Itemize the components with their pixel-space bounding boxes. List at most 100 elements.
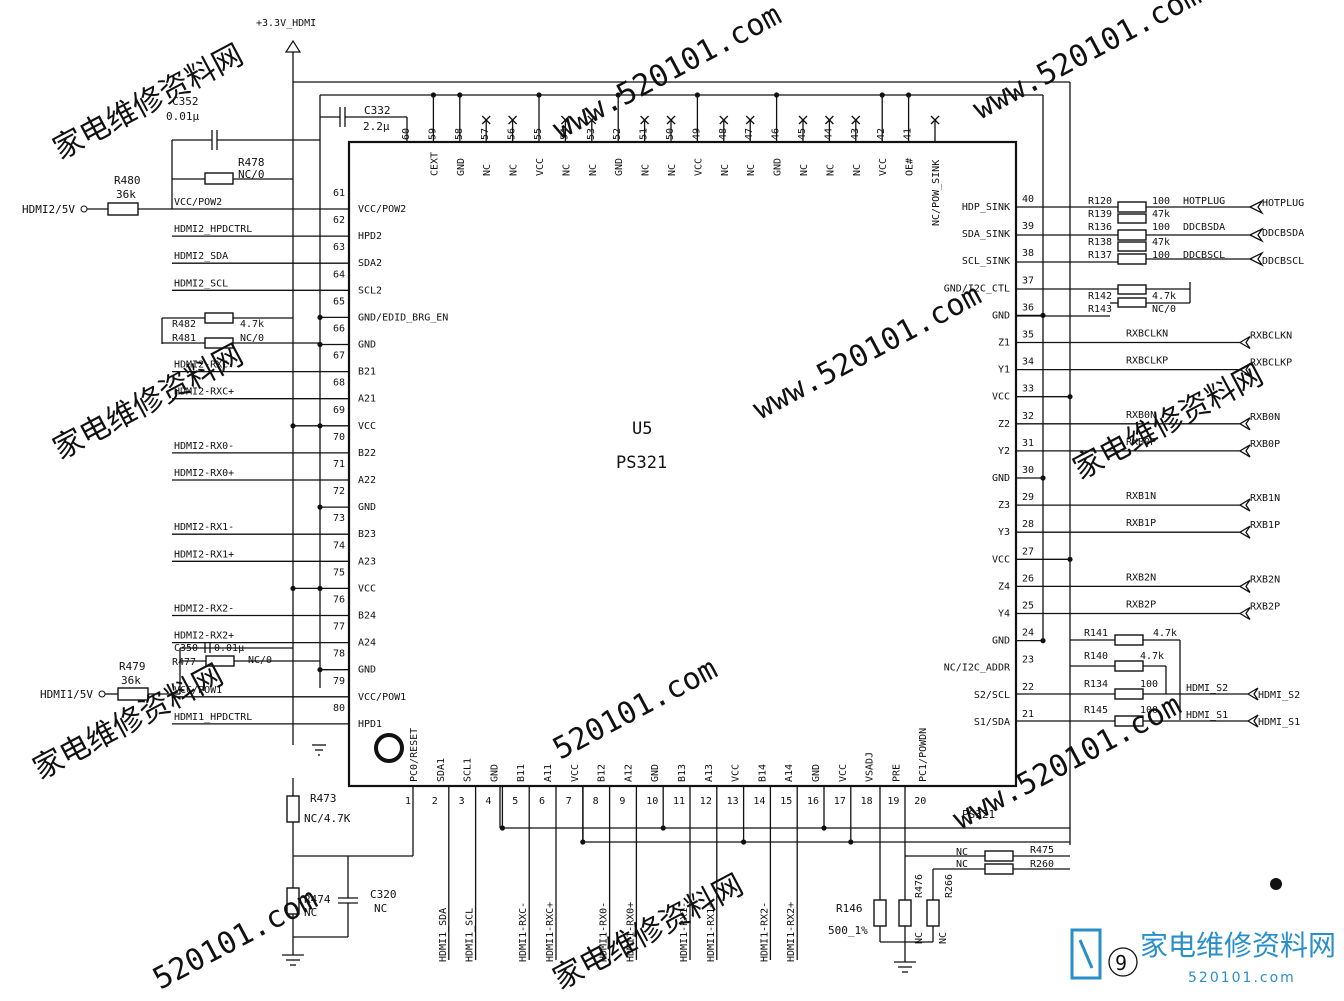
left-pin-name: VCC xyxy=(358,421,376,432)
bottom-pin-name: GND xyxy=(489,764,500,782)
left-pin-net: HDMI2-RX0- xyxy=(174,441,234,452)
top-pin-number: 50 xyxy=(665,128,676,140)
logo-url: 520101.com xyxy=(1188,970,1296,986)
hotplug-port: HOTPLUG xyxy=(1262,198,1304,209)
r140-value: 4.7k xyxy=(1140,651,1164,662)
right-pin-name: VCC xyxy=(992,392,1010,403)
c332-ref: C332 xyxy=(364,104,391,117)
r473-value: NC/4.7K xyxy=(304,812,351,825)
right-pin-net: RXB2P xyxy=(1126,600,1156,611)
bottom-pin-number: 17 xyxy=(834,796,846,807)
r477-value: NC/0 xyxy=(248,655,272,666)
right-pin-name: SDA_SINK xyxy=(962,229,1010,240)
left-pin-number: 79 xyxy=(333,676,345,687)
top-pin: NC/POW_SINK xyxy=(930,115,942,226)
left-pin-net: HDMI2_HPDCTRL xyxy=(174,224,252,235)
top-pin-number: 44 xyxy=(823,128,834,140)
left-pin-name: A23 xyxy=(358,556,376,567)
top-pin-name: NC xyxy=(561,164,572,176)
watermark-text: www.520101.com xyxy=(967,0,1207,127)
right-pin-number: 22 xyxy=(1022,682,1034,693)
r266-ref: R266 xyxy=(944,874,955,898)
bottom-pin-name: PC0/RESET xyxy=(409,728,420,782)
no-connect-mark xyxy=(824,115,834,125)
r141-ref: R141 xyxy=(1084,628,1108,639)
r140-ref: R140 xyxy=(1084,651,1108,662)
left-pin-number: 78 xyxy=(333,649,345,660)
right-pin-number: 30 xyxy=(1022,465,1034,476)
bottom-pin-name: A11 xyxy=(543,764,554,782)
junction-dot xyxy=(694,92,701,98)
watermark-text: 家电维修资料网 xyxy=(547,868,749,997)
bottom-pin-name: B14 xyxy=(757,764,768,782)
supply-label: +3.3V_HDMI xyxy=(256,18,316,29)
r143-ref: R143 xyxy=(1088,304,1112,315)
bottom-pin-number: 11 xyxy=(673,796,685,807)
top-pin-number: 42 xyxy=(876,128,887,140)
r143-value: NC/0 xyxy=(1152,304,1176,315)
c350-value: 0.01µ xyxy=(214,643,244,654)
top-pin-name: NC xyxy=(509,164,520,176)
top-pin-number: 47 xyxy=(744,128,755,140)
right-pin-number: 35 xyxy=(1022,330,1034,341)
r120-resistor xyxy=(1117,201,1147,213)
r137-ref: R137 xyxy=(1088,250,1112,261)
ddcbscl-port: DDCBSCL xyxy=(1262,256,1304,267)
top-pin-number: 57 xyxy=(480,128,491,140)
left-pin-net: HDMI2-RXC+ xyxy=(174,387,234,398)
bottom-pin-number: 15 xyxy=(780,796,792,807)
c332-value: 2.2µ xyxy=(363,120,390,133)
bottom-pin-number: 19 xyxy=(887,796,899,807)
r146-ref: R146 xyxy=(836,902,863,915)
r141-resistor xyxy=(1114,634,1144,646)
left-pin-number: 76 xyxy=(333,595,345,606)
right-pin-name: Y3 xyxy=(998,527,1010,538)
bottom-pin-net: HDMI1-RXC- xyxy=(518,902,529,962)
watermark-text: 家电维修资料网 xyxy=(47,38,249,167)
r134-resistor xyxy=(1114,688,1144,700)
left-pin-net: HDMI2-RX0+ xyxy=(174,468,234,479)
watermark-text: www.520101.com xyxy=(547,0,787,147)
bottom-pin-name: B12 xyxy=(597,764,608,782)
top-pin-name: NC xyxy=(746,164,757,176)
left-pin-name: B22 xyxy=(358,448,376,459)
junction-dot xyxy=(317,667,323,673)
r120-value: 100 xyxy=(1152,196,1170,207)
left-pin-net: VCC/POW1 xyxy=(174,685,222,696)
r260-resistor xyxy=(984,863,1014,875)
left-pin-number: 72 xyxy=(333,486,345,497)
page-number-text: 9 xyxy=(1115,951,1127,975)
right-pin-number: 27 xyxy=(1022,546,1034,557)
watermark-text: 520101.com xyxy=(147,881,323,997)
r478-ref: R478 xyxy=(238,156,265,169)
top-pin-name: VCC xyxy=(693,158,704,176)
left-pin-name: GND xyxy=(358,340,376,351)
junction-dot xyxy=(879,92,885,98)
right-pin-net: RXBCLKP xyxy=(1126,356,1168,367)
top-pin-number: 46 xyxy=(771,128,782,140)
c352-ref: C352 xyxy=(172,95,199,108)
